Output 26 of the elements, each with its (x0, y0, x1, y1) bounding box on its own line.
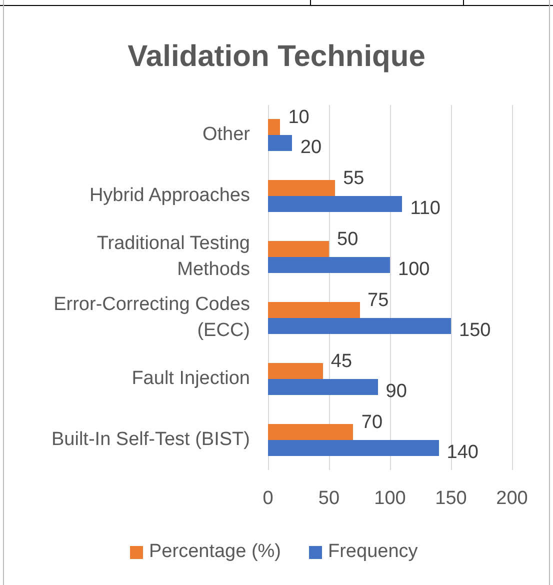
tick-label: 0 (262, 488, 274, 510)
category-label: Hybrid Approaches (89, 184, 250, 208)
data-label: 90 (386, 380, 407, 403)
data-label: 45 (330, 350, 352, 373)
legend-label: Percentage (%) (149, 541, 282, 563)
data-label: 50 (337, 229, 358, 252)
data-label: 150 (459, 320, 491, 342)
data-label: 75 (368, 290, 389, 312)
category-label: Error-Correcting Codes (ECC) (52, 292, 250, 343)
data-label: 20 (300, 137, 322, 160)
data-label: 10 (288, 107, 310, 130)
tick-label: 100 (373, 488, 407, 510)
category-label: Fault Injection (132, 366, 250, 391)
tick-label: 200 (495, 488, 529, 510)
category-label: Other (202, 123, 250, 148)
data-label: 55 (343, 168, 364, 190)
category-label: Built-In Self-Test (BIST) (52, 428, 250, 452)
tick-label: 50 (317, 488, 341, 510)
data-label: 140 (446, 442, 478, 464)
data-label: 100 (398, 259, 430, 282)
data-label: 70 (361, 412, 383, 434)
legend-label: Frequency (328, 541, 418, 563)
data-label: 110 (410, 198, 440, 220)
chart-title: Validation Technique (126, 40, 426, 74)
category-label: Traditional Testing Methods (96, 232, 250, 282)
tick-label: 150 (434, 488, 468, 510)
